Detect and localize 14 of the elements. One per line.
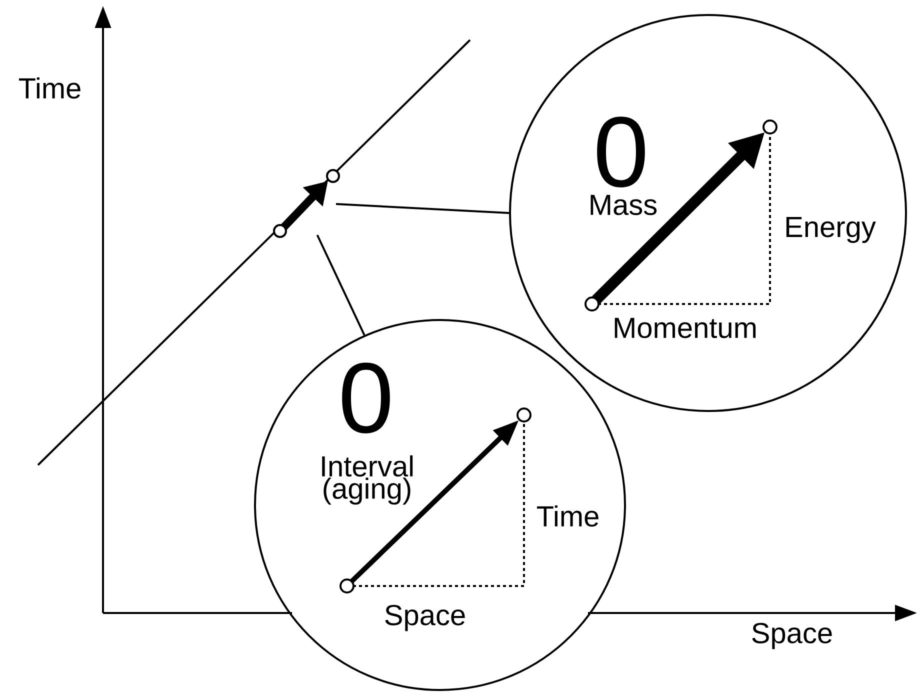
axis-label: Space	[752, 622, 832, 650]
text-label: Momentum	[614, 318, 756, 338]
leader-line	[316, 234, 366, 336]
axis-label: Time	[18, 77, 80, 99]
text-label: Space	[385, 604, 465, 632]
text-label: Time	[536, 505, 598, 527]
text-label: Interval (aging)	[322, 455, 413, 505]
leader-line	[336, 203, 510, 214]
big-zero: 0	[342, 362, 390, 434]
inset-circle	[509, 14, 907, 412]
small-arrow	[273, 169, 340, 238]
text-label: Mass	[590, 194, 657, 216]
text-label: Energy	[786, 217, 876, 243]
big-zero: 0	[597, 116, 645, 188]
